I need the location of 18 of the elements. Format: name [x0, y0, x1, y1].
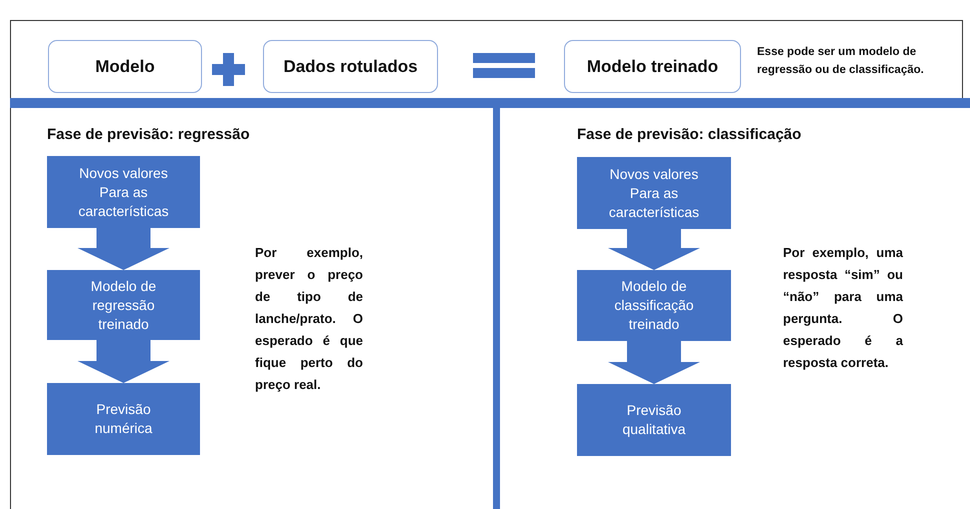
process-box: Novos valores Para as características [47, 156, 200, 228]
process-box: Previsão numérica [47, 383, 200, 455]
section-heading: Fase de previsão: classificação [577, 126, 802, 143]
process-box: Modelo de regressão treinado [47, 270, 200, 340]
block-arrow [608, 229, 700, 270]
process-box: Novos valores Para as características [577, 157, 731, 229]
process-box: Modelo de classificação treinado [577, 270, 731, 341]
note-text: Esse pode ser um modelo de regressão ou de classificação. [757, 45, 925, 78]
block-arrow [78, 228, 170, 270]
description-text: Por exemplo, prever o preço de tipo de lanche/prato. O esperado é que fique perto do preço real. [255, 244, 363, 394]
rounded-box: Dados rotulados [263, 40, 438, 93]
process-box: Previsão qualitativa [577, 384, 731, 456]
section-heading: Fase de previsão: regressão [47, 126, 250, 143]
rounded-box: Modelo [48, 40, 202, 93]
block-arrow [78, 340, 170, 383]
rounded-box: Modelo treinado [564, 40, 741, 93]
description-text: Por exemplo, uma resposta “sim” ou “não” para uma pergunta. O esperado é a resposta correta. [783, 244, 903, 372]
block-arrow [608, 341, 700, 384]
